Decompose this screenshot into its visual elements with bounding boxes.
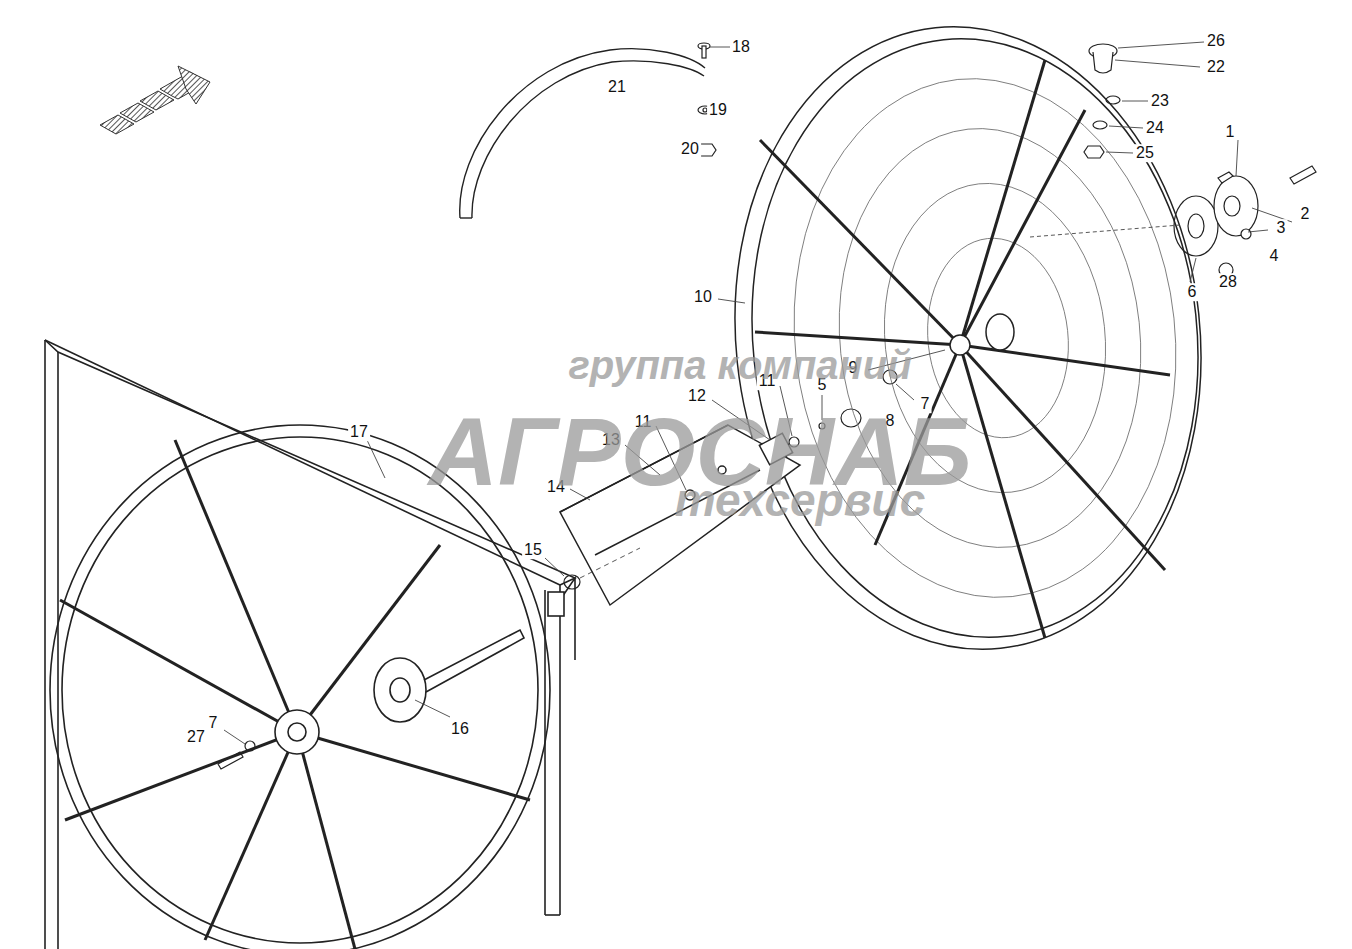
callout-number: 19 — [707, 101, 729, 119]
callout-number: 4 — [1268, 247, 1281, 265]
callout-number: 22 — [1205, 58, 1227, 76]
callout-number: 12 — [686, 387, 708, 405]
right-reel-disk — [705, 3, 1232, 672]
direction-arrow — [100, 66, 210, 134]
callout-number: 27 — [185, 728, 207, 746]
callout-number: 21 — [606, 78, 628, 96]
callout-number: 10 — [692, 288, 714, 306]
callout-number: 20 — [679, 140, 701, 158]
callout-number: 28 — [1217, 273, 1239, 291]
callout-number: 17 — [348, 423, 370, 441]
watermark-text: группа компаний — [568, 345, 911, 385]
callout-number: 3 — [1275, 219, 1288, 237]
callout-number: 25 — [1134, 144, 1156, 162]
callout-number: 15 — [522, 541, 544, 559]
callout-number: 24 — [1144, 119, 1166, 137]
callout-number: 1 — [1224, 123, 1237, 141]
callout-number: 6 — [1186, 283, 1199, 301]
leader-lines — [224, 42, 1292, 744]
watermark-text: техсервис — [675, 477, 925, 523]
ring-guard — [460, 49, 705, 218]
callout-number: 18 — [730, 38, 752, 56]
callout-number: 7 — [207, 714, 220, 732]
callout-number: 2 — [1299, 205, 1312, 223]
callout-number: 16 — [449, 720, 471, 738]
callout-number: 26 — [1205, 32, 1227, 50]
hardware — [218, 43, 1316, 769]
callout-number: 23 — [1149, 92, 1171, 110]
